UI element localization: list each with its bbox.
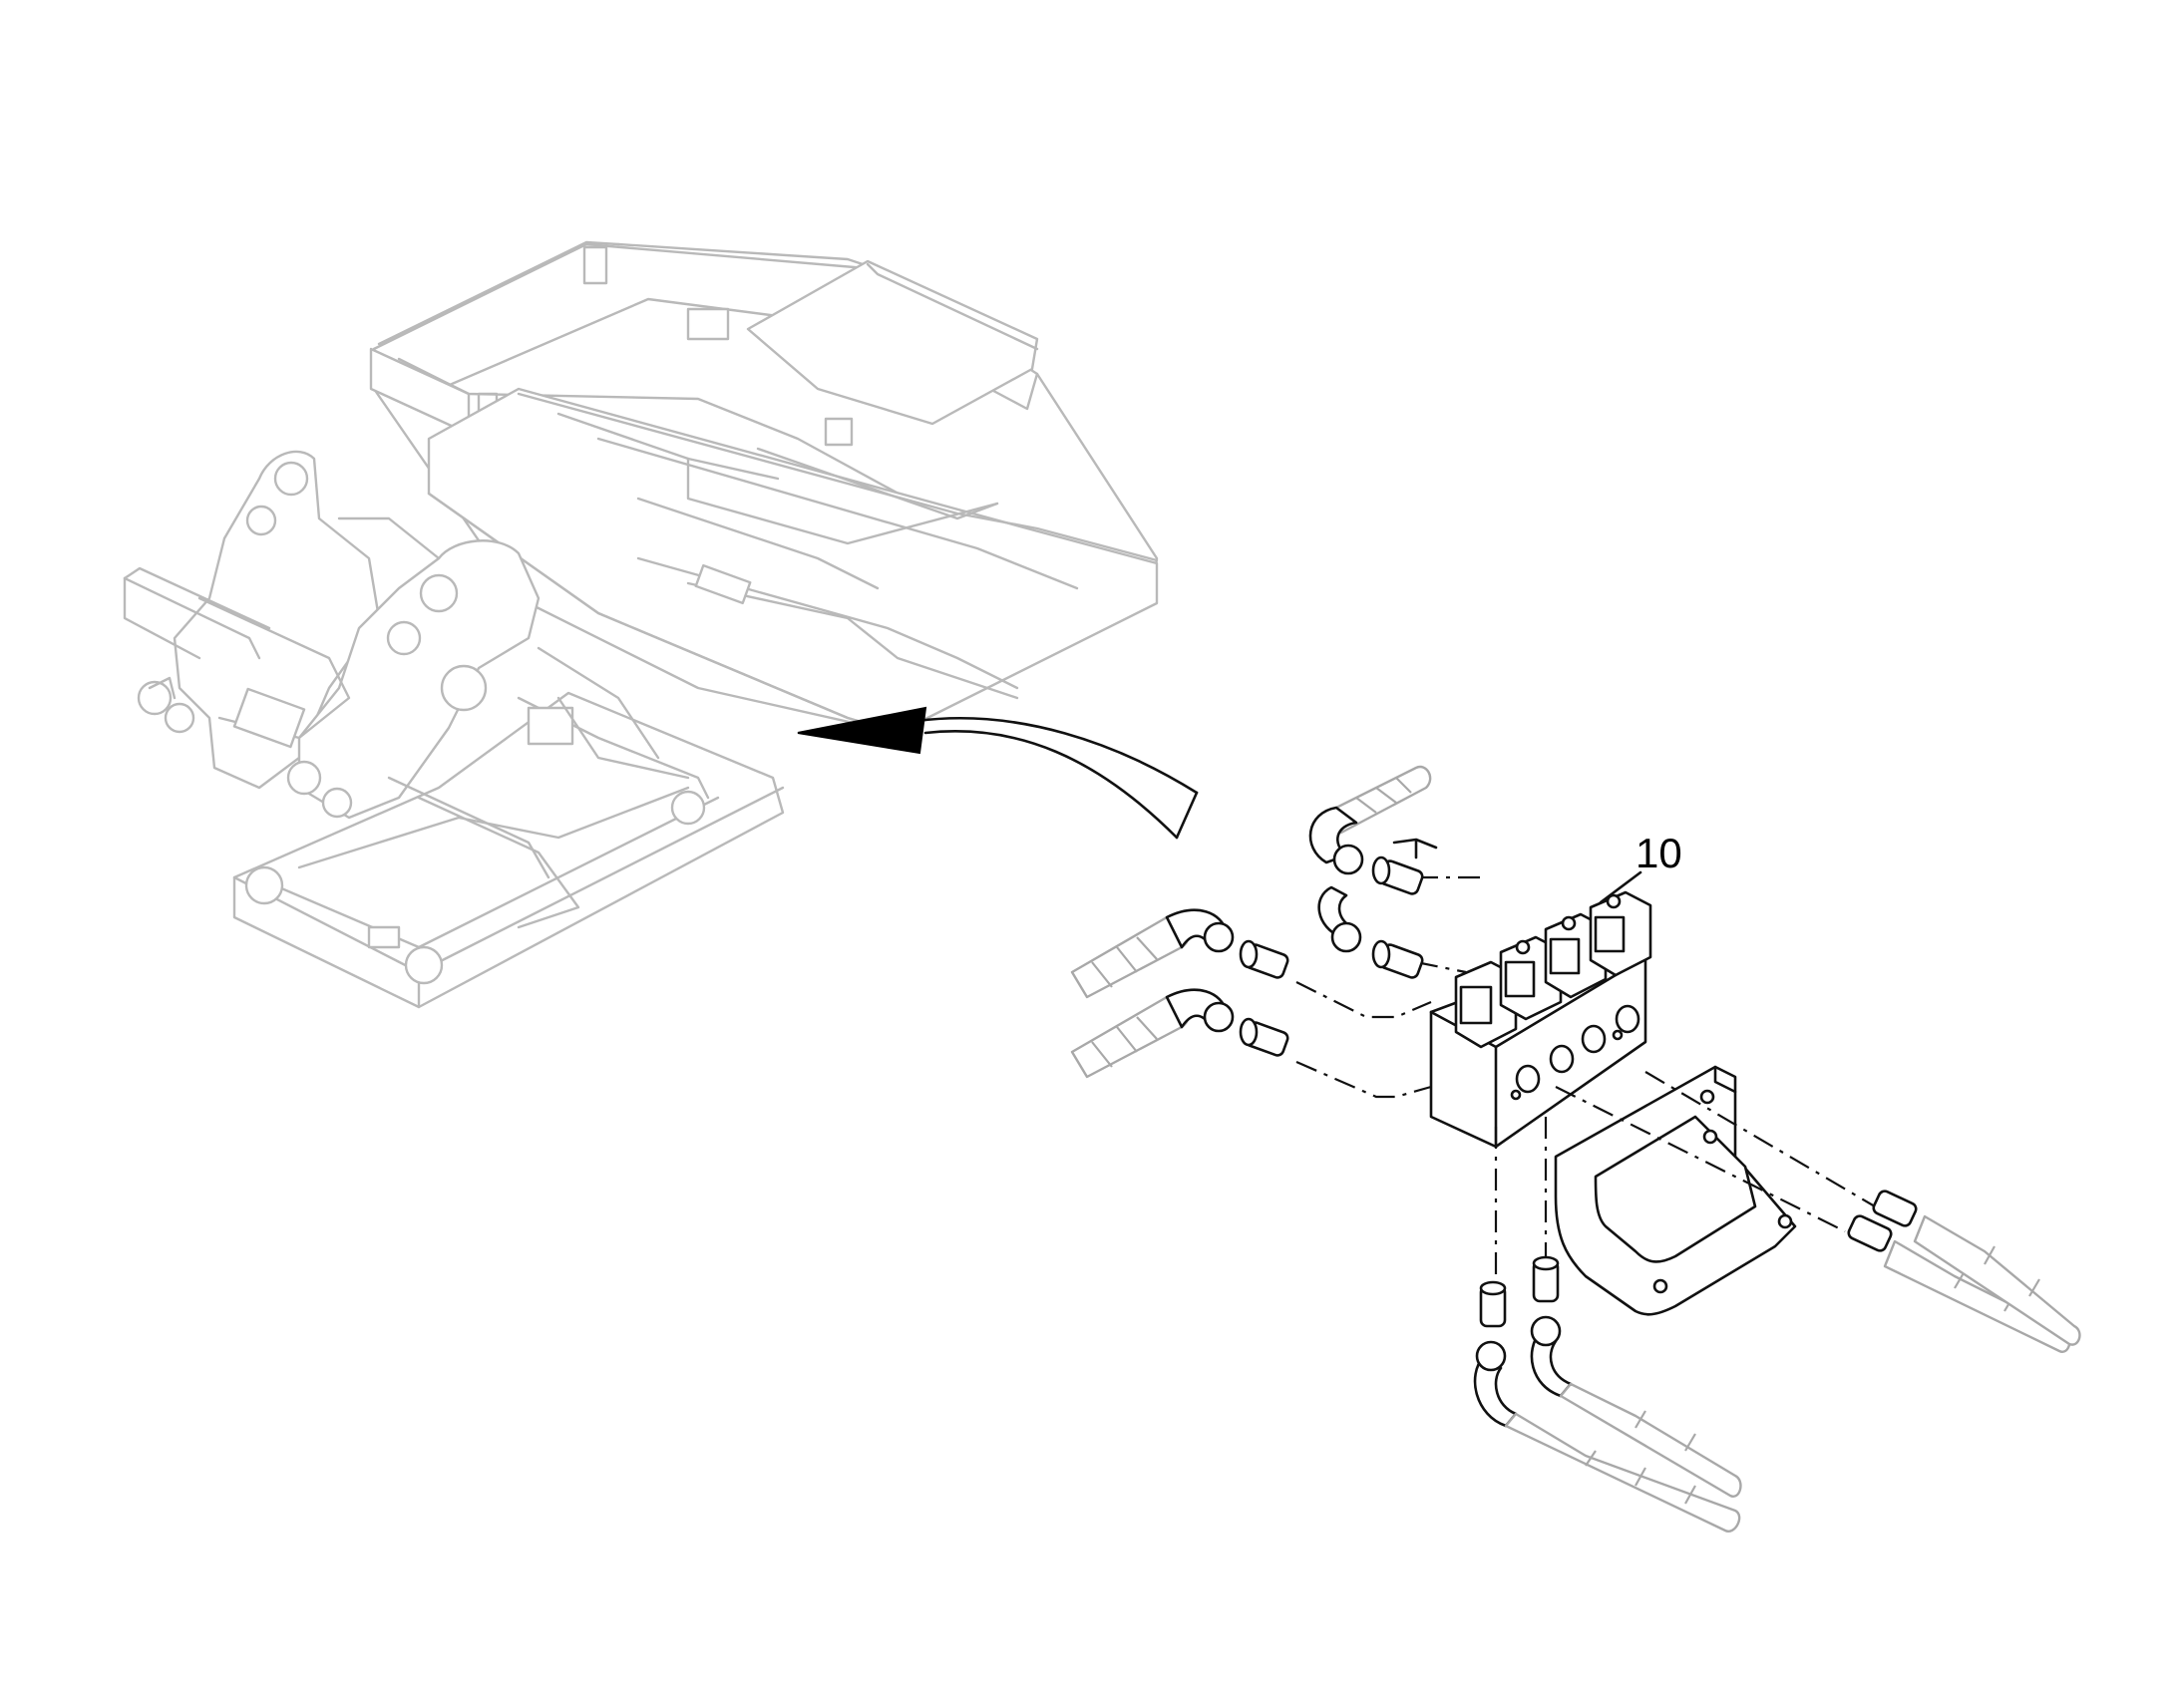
callout-leader: [1599, 870, 1642, 904]
fitting-left-1: [1239, 939, 1289, 979]
hose-left-1: [1070, 908, 1235, 999]
hose-right-2: [1913, 1214, 2081, 1346]
solenoid-valve-block: [1429, 890, 1652, 1149]
hose-bottom-2: [1530, 1315, 1742, 1498]
hose-bottom-1: [1473, 1340, 1741, 1533]
hose-left-2: [1070, 988, 1235, 1079]
hose-top-1: [1308, 765, 1432, 875]
fitting-left-2: [1239, 1017, 1289, 1057]
fitting-bottom-1: [1479, 1280, 1507, 1328]
fitting-right-1: [1847, 1214, 1893, 1252]
fitting-top-1: [1371, 855, 1424, 895]
mounting-bracket: [1554, 1065, 1797, 1316]
hose-top-2: [1317, 885, 1362, 953]
fitting-right-2: [1872, 1190, 1918, 1227]
upper-frame-chassis: [123, 240, 1159, 1009]
pointer-arrow: [797, 706, 1199, 840]
callout-label-10: 10: [1635, 830, 1682, 876]
solenoid-coil-4: [1589, 890, 1652, 977]
fitting-top-2: [1371, 939, 1424, 979]
fitting-bottom-2: [1532, 1255, 1560, 1303]
assembly-centerlines: [1295, 875, 1876, 1286]
retaining-clip: [1392, 838, 1438, 859]
